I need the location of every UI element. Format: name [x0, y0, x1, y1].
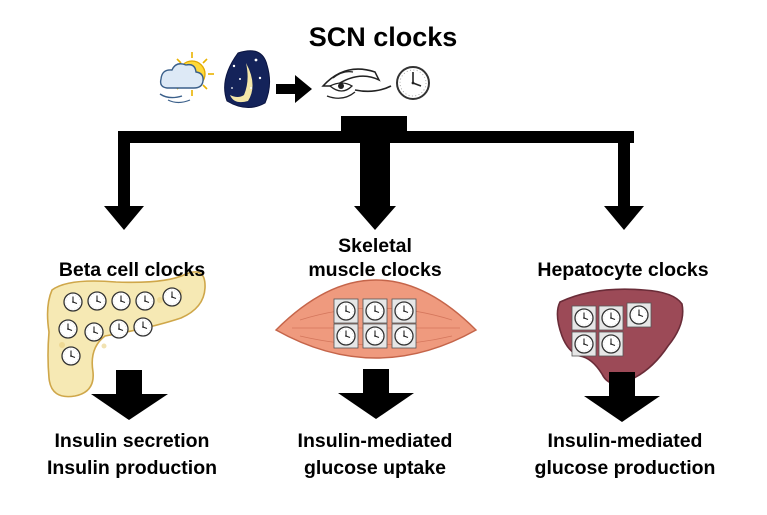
skeletal-muscle — [274, 279, 478, 359]
output-liver-line-2: glucose production — [534, 457, 716, 479]
output-beta-line-1: Insulin secretion — [54, 430, 210, 452]
branch-label-beta-cell: Beta cell clocks — [58, 259, 206, 281]
output-muscle-line-2: glucose uptake — [304, 457, 446, 479]
output-muscle-line-1: Insulin-mediated — [297, 430, 453, 452]
output-liver-line-1: Insulin-mediated — [547, 430, 703, 452]
moon-night-icon — [224, 50, 271, 108]
output-arrows — [91, 369, 660, 422]
branch-label-hepatocyte: Hepatocyte clocks — [537, 259, 709, 281]
branch-label-skeletal-line-1: Skeletal — [338, 235, 412, 257]
page-title: SCN clocks — [308, 22, 458, 52]
eye-icon — [321, 68, 381, 99]
output-beta-line-2: Insulin production — [46, 457, 218, 479]
clock-icon — [396, 66, 430, 100]
sun-cloud-icon — [159, 52, 214, 104]
branch-label-skeletal-line-2: muscle clocks — [308, 259, 442, 281]
liver — [556, 288, 684, 385]
pancreas — [46, 271, 206, 398]
nerve-line-icon — [354, 85, 392, 93]
branch-arrows — [104, 116, 644, 230]
right-arrow-icon — [276, 75, 312, 103]
